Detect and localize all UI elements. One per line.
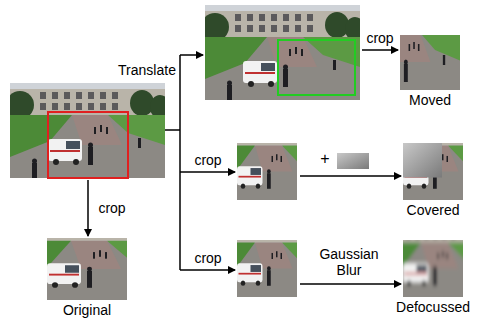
photo-caption: Covered [403,202,463,218]
arrow [180,171,235,173]
photo-node: Moved [400,35,460,108]
step-label: crop [194,250,221,266]
source-photo [6,83,170,178]
photo-caption: Moved [400,92,460,108]
cropped-photo [206,118,329,200]
step-label: Translate [118,62,176,78]
step-label: + [320,151,329,167]
translated-photo [201,5,365,100]
photo-caption: Defocussed [394,299,472,315]
branch-line [179,55,181,270]
branch-line [165,129,180,131]
step-label: crop [366,30,393,46]
crop-box [48,112,128,178]
step-label: Gaussian Blur [317,246,381,278]
arrow [362,49,398,51]
gray-patch [337,153,369,169]
arrow [87,180,89,236]
photo-node: Original [47,238,127,318]
covered-photo [372,118,483,200]
arrow [180,54,203,56]
arrow [300,175,401,177]
moved-photo [340,0,468,95]
arrow [300,283,401,285]
arrow [180,269,235,271]
arrows [88,50,401,284]
crop-box [278,40,355,95]
step-label: crop [194,152,221,168]
step-label: crop [98,200,125,216]
original-photo [5,211,169,300]
photo-node: Defocussed [394,240,472,315]
photo-caption: Original [47,302,127,318]
photo-node: Covered [403,143,463,218]
